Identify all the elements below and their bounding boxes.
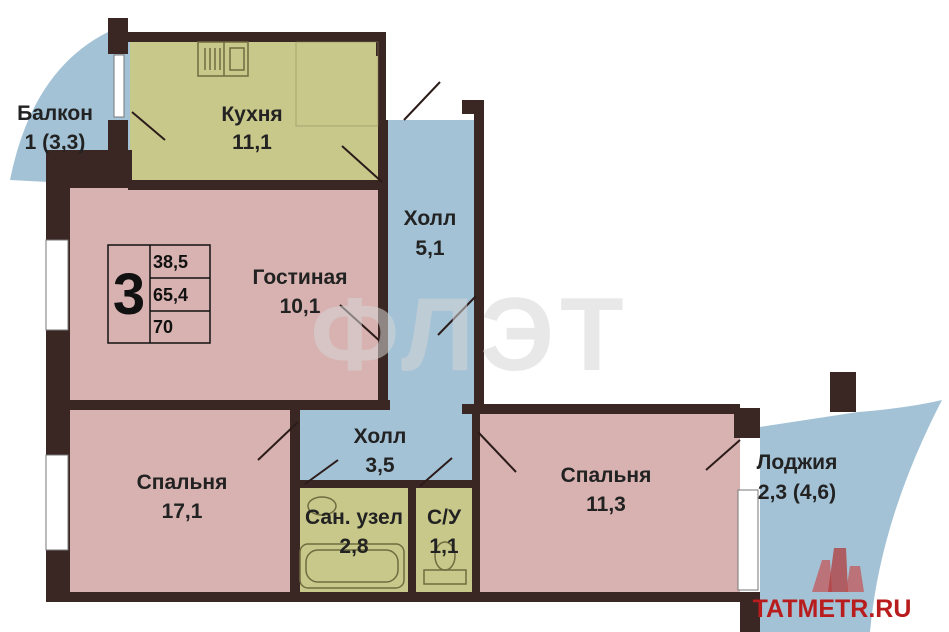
info-box: 3 38,5 65,4 70: [107, 244, 211, 344]
hall-bottom-name: Холл: [354, 425, 407, 448]
windows: [45, 54, 759, 591]
sink-icon: [197, 41, 249, 77]
living-area: 10,1: [280, 295, 321, 318]
bedroom-right-room: [478, 410, 740, 592]
kitchen-room: [130, 38, 382, 180]
stove-icon: [295, 41, 379, 127]
kitchen-name: Кухня: [221, 103, 282, 126]
balcony-area: 1 (3,3): [25, 131, 86, 154]
living-area-value: 38,5: [153, 252, 188, 272]
rooms-count: 3: [113, 262, 145, 327]
watermark: ФЛЭТ: [310, 277, 629, 393]
bathroom-room: [296, 488, 410, 592]
bedroom-right-area: 11,3: [586, 493, 626, 516]
wc-area: 1,1: [429, 535, 459, 558]
toilet-icon: [423, 541, 467, 585]
washbasin-icon: [307, 496, 337, 516]
hall-bottom-room: [298, 405, 474, 487]
site-mark: TATMETR.RU: [753, 595, 912, 623]
loggia-area: 2,3 (4,6): [758, 481, 836, 504]
bedroom-left-room: [70, 410, 298, 592]
hall-bottom-area: 3,5: [365, 454, 395, 477]
bathroom-name: Сан. узел: [305, 506, 403, 529]
total-area-value: 65,4: [153, 285, 188, 305]
loggia-room: [740, 400, 942, 632]
balcony-name: Балкон: [17, 102, 93, 125]
bedroom-right-name: Спальня: [561, 464, 652, 487]
living-name: Гостиная: [253, 266, 348, 289]
bathtub-icon: [299, 543, 405, 589]
walls: [46, 18, 856, 632]
hall-top-area: 5,1: [415, 237, 445, 260]
loggia-name: Лоджия: [757, 451, 838, 474]
kitchen-area: 11,1: [232, 131, 272, 154]
building-logo-icon: [812, 548, 864, 592]
doors: [131, 81, 741, 487]
bedroom-left-name: Спальня: [137, 471, 228, 494]
bedroom-left-area: 17,1: [162, 500, 203, 523]
extra-value: 70: [153, 317, 173, 337]
balcony-room: [10, 32, 130, 182]
bathroom-area: 2,8: [339, 535, 369, 558]
hall-top-room: [388, 120, 478, 410]
wc-name: С/У: [427, 506, 462, 529]
hall-top-name: Холл: [404, 207, 457, 230]
living-room: [70, 188, 388, 400]
